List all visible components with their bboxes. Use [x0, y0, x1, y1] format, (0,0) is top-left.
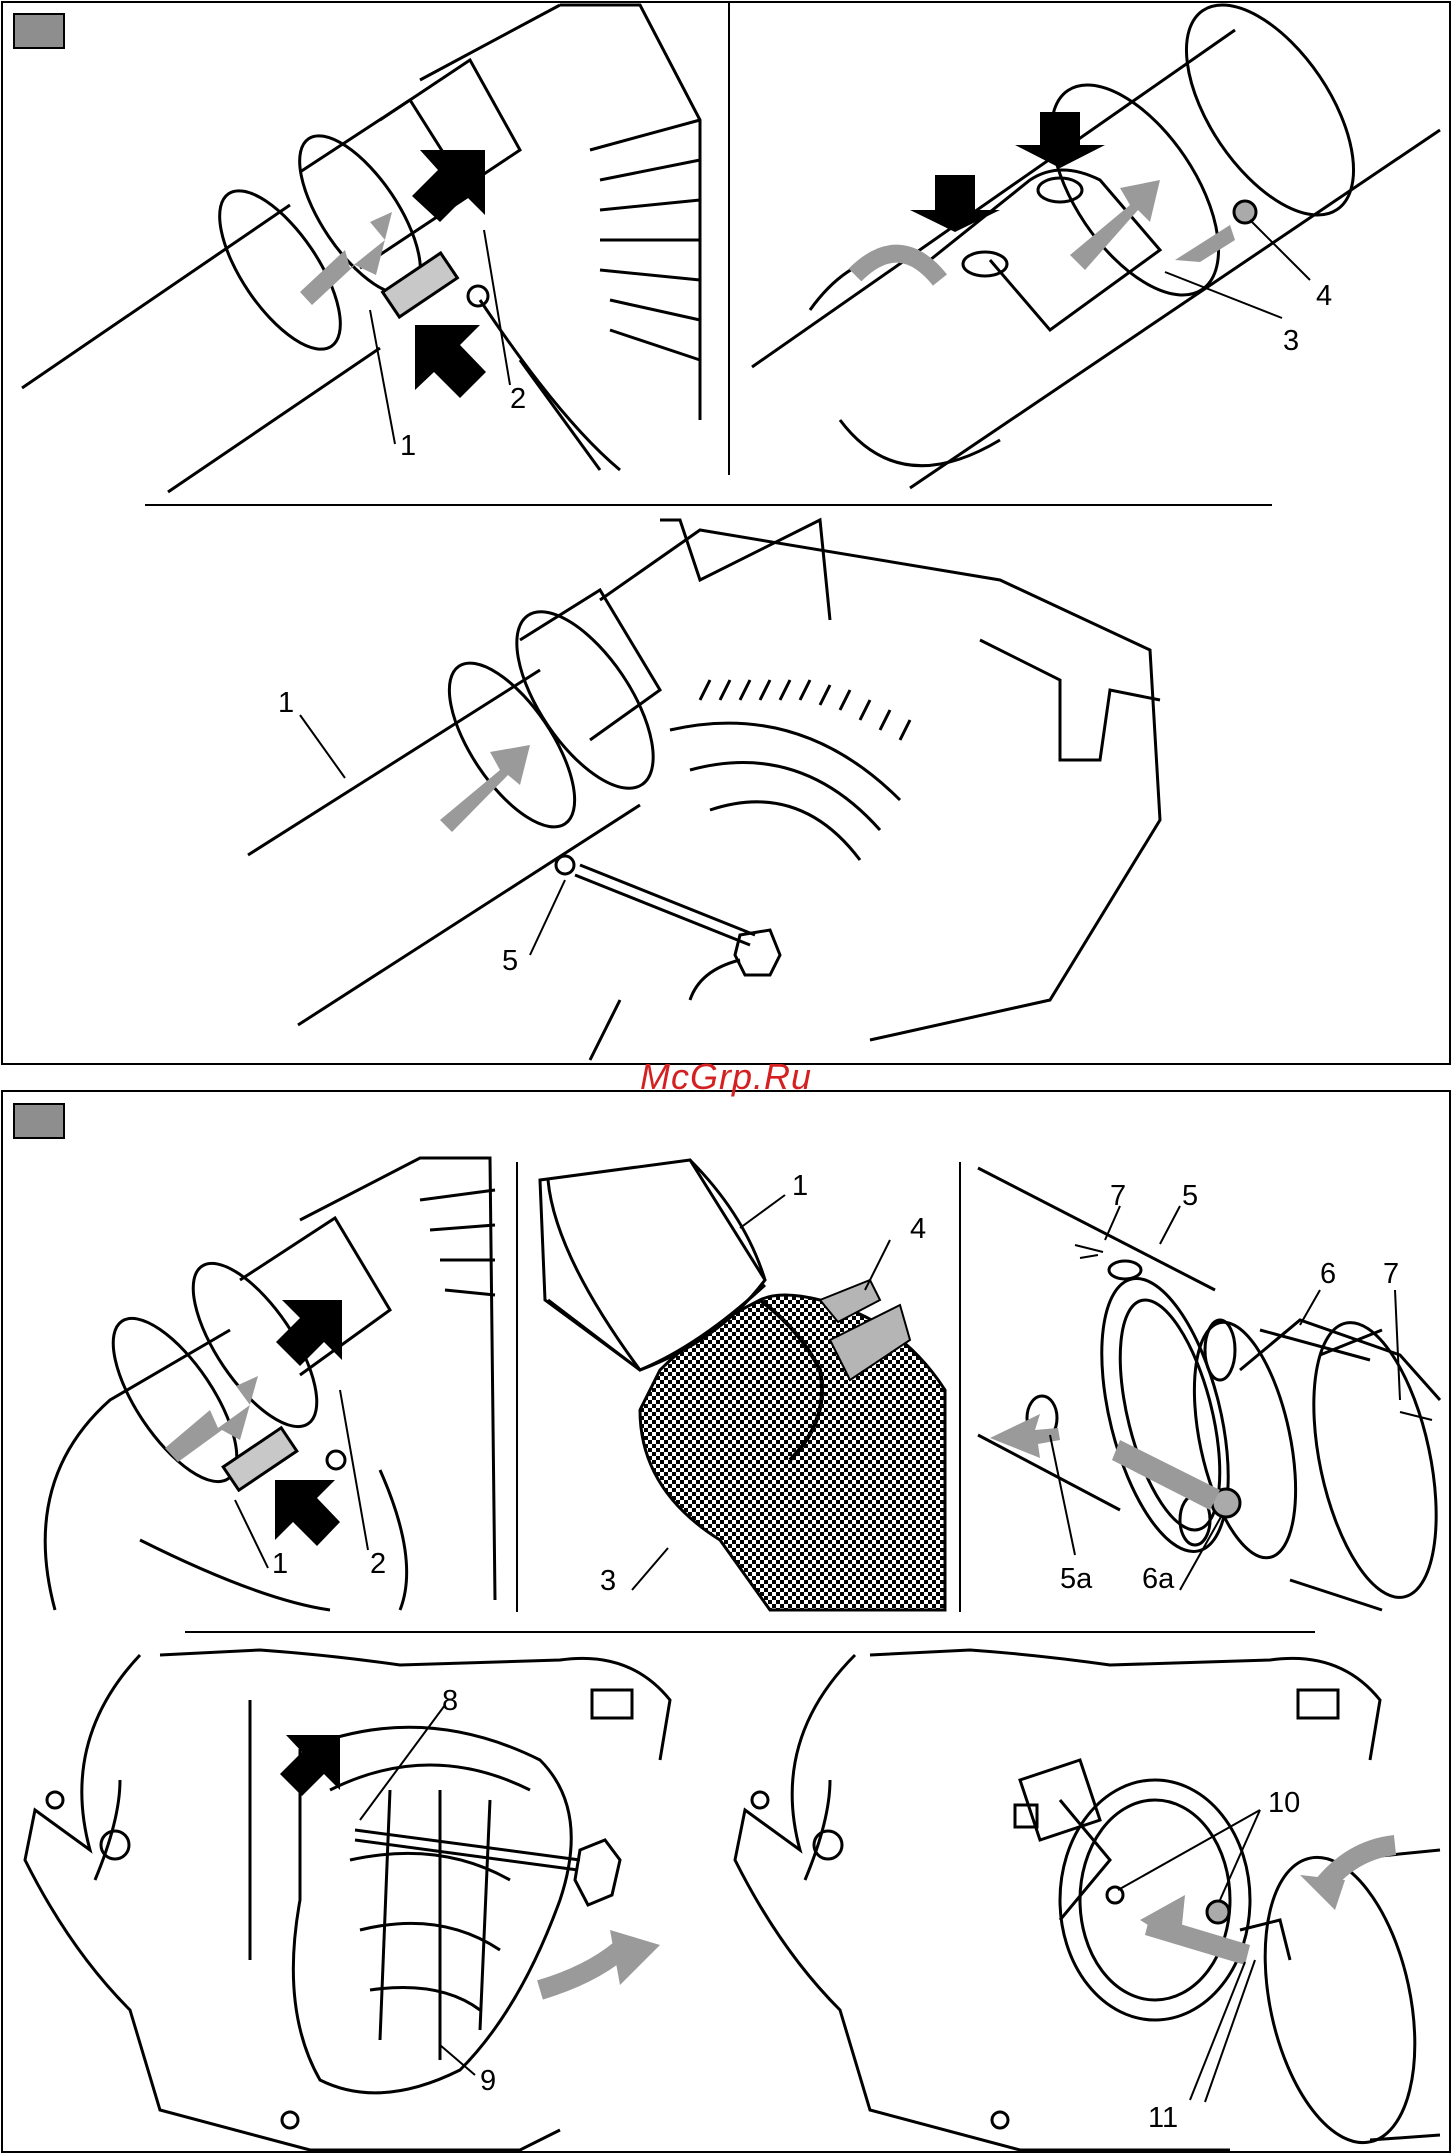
label-a-1: 1 — [400, 430, 416, 462]
black-arrow-down-g — [280, 1735, 340, 1796]
panel-e-collection-bag — [540, 1160, 945, 1610]
label-f-7-left: 7 — [1110, 1180, 1126, 1212]
panel-f-tube-alignment — [978, 1168, 1452, 1610]
black-arrow-down-b2 — [1015, 112, 1105, 168]
label-g-8: 8 — [442, 1685, 458, 1717]
gray-arrow-push-a — [300, 212, 392, 305]
watermark-text: McGrp.Ru — [0, 1056, 1452, 1098]
label-f-5: 5 — [1182, 1180, 1198, 1212]
label-f-6a: 6a — [1142, 1563, 1175, 1595]
leader-e-4 — [865, 1240, 890, 1290]
label-a-2: 2 — [510, 383, 526, 415]
panel-d-tube-connect — [45, 1158, 495, 1610]
gray-arrow-slide-b — [1070, 180, 1160, 270]
label-d-2: 2 — [370, 1548, 386, 1580]
leader-h-11b — [1205, 1960, 1255, 2102]
small-arrow-7-left — [1075, 1245, 1103, 1258]
black-arrow-up-d2 — [275, 1480, 340, 1546]
label-e-1: 1 — [792, 1170, 808, 1202]
leader-c-5 — [530, 880, 565, 955]
label-b-3: 3 — [1283, 325, 1299, 357]
leader-h-10a — [1118, 1810, 1260, 1890]
label-f-6: 6 — [1320, 1258, 1336, 1290]
leader-f-5a — [1050, 1435, 1075, 1555]
label-f-7-right: 7 — [1383, 1258, 1399, 1290]
leader-f-6a — [1180, 1515, 1222, 1590]
label-c-5: 5 — [502, 945, 518, 977]
leader-g-8 — [360, 1705, 445, 1820]
label-h-10: 10 — [1268, 1787, 1300, 1819]
panel-g-guard-removal — [25, 1650, 670, 2150]
leader-f-6 — [1300, 1290, 1320, 1325]
leader-e-1 — [740, 1195, 785, 1228]
leader-f-5 — [1160, 1206, 1180, 1244]
label-g-9: 9 — [480, 2065, 496, 2097]
label-f-5a: 5a — [1060, 1563, 1093, 1595]
gray-arrow-curve-g — [540, 1950, 620, 1990]
leader-a-1 — [370, 310, 395, 444]
label-b-4: 4 — [1316, 280, 1332, 312]
label-e-3: 3 — [600, 1565, 616, 1597]
label-e-4: 4 — [910, 1213, 926, 1245]
leader-d-1 — [235, 1500, 268, 1568]
gray-arrow-pin-b — [1175, 225, 1235, 262]
label-c-1: 1 — [278, 687, 294, 719]
black-arrow-up-a2 — [415, 325, 486, 398]
panel-a-tube-connect — [22, 5, 700, 492]
small-arrow-7-right — [1400, 1412, 1432, 1420]
leader-a-2 — [484, 230, 510, 385]
label-h-11: 11 — [1148, 2102, 1178, 2134]
leader-c-1 — [300, 715, 345, 778]
black-arrow-down-a1 — [412, 150, 485, 222]
black-arrow-down-d1 — [276, 1300, 342, 1366]
leader-h-10b — [1220, 1810, 1260, 1900]
leader-f-7-right — [1395, 1290, 1400, 1400]
leader-b-4 — [1250, 220, 1310, 280]
leader-e-3 — [632, 1548, 668, 1590]
label-d-1: 1 — [272, 1548, 288, 1580]
gray-arrow-pull-c — [440, 745, 530, 832]
panel-c-tube-removal — [248, 520, 1160, 1060]
leader-d-2 — [340, 1390, 368, 1550]
